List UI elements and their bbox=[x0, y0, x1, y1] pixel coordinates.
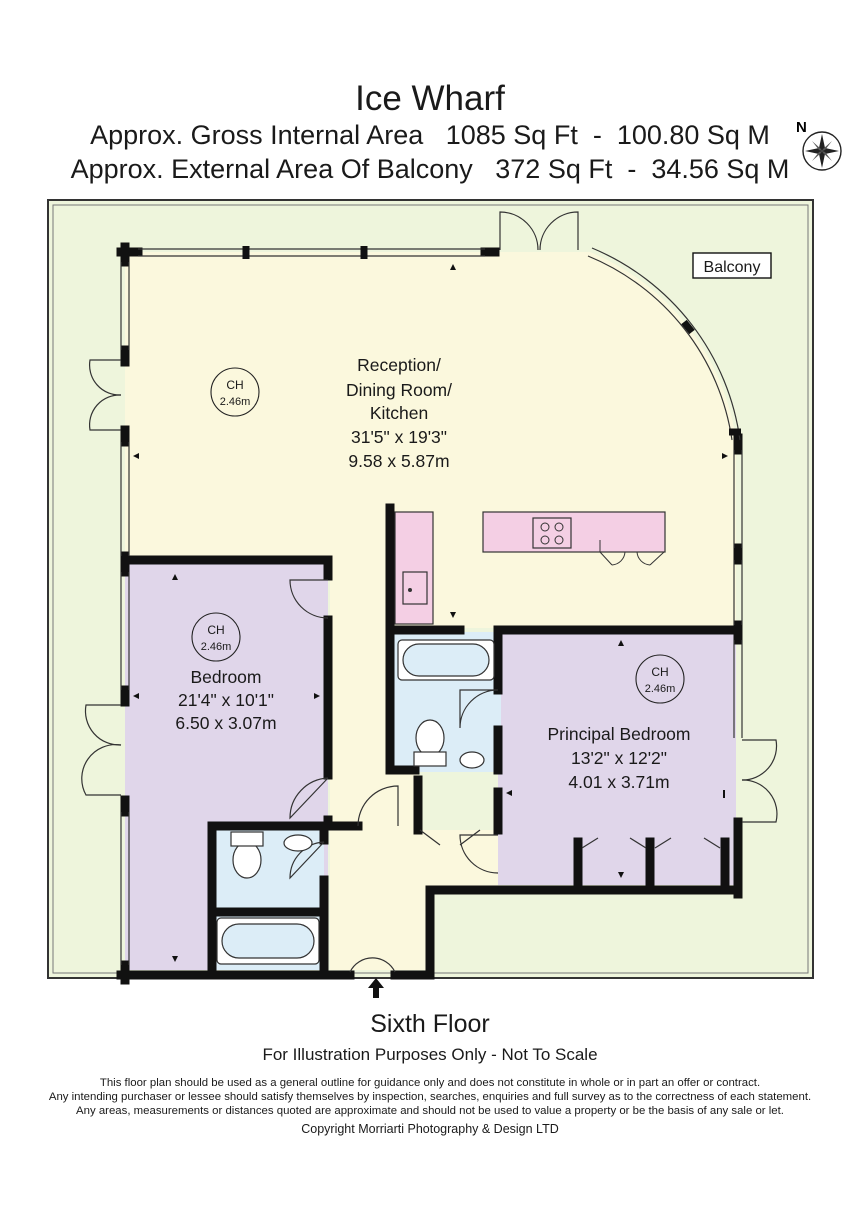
floor-label: Sixth Floor bbox=[370, 1010, 490, 1038]
principal-ch-label: CH bbox=[651, 665, 668, 679]
entrance-arrow-icon bbox=[368, 978, 384, 998]
disclaimer-line-2: Any intending purchaser or lessee should… bbox=[48, 1091, 812, 1103]
bedroom-name: Bedroom bbox=[190, 667, 261, 687]
doors bbox=[81, 211, 778, 973]
principal-bedroom-metric: 4.01 x 3.71m bbox=[568, 772, 669, 792]
illustration-note: For Illustration Purposes Only - Not To … bbox=[262, 1045, 598, 1064]
bedroom-metric: 6.50 x 3.07m bbox=[175, 713, 276, 733]
reception-ch-label: CH bbox=[226, 378, 243, 392]
copyright: Copyright Morriarti Photography & Design… bbox=[301, 1122, 559, 1136]
kitchen-unit-side bbox=[394, 511, 434, 625]
bedroom-ch-height: 2.46m bbox=[201, 641, 232, 653]
principal-ch-height: 2.46m bbox=[645, 683, 676, 695]
compass-north-label: N bbox=[796, 119, 807, 136]
principal-bedroom-name: Principal Bedroom bbox=[548, 724, 691, 744]
compass-icon: N bbox=[796, 119, 842, 171]
balcony-label: Balcony bbox=[704, 259, 761, 276]
gross-internal-area: Approx. Gross Internal Area 1085 Sq Ft -… bbox=[90, 120, 770, 150]
disclaimer-line-3: Any areas, measurements or distances quo… bbox=[76, 1105, 784, 1117]
external-balcony-area: Approx. External Area Of Balcony 372 Sq … bbox=[70, 154, 790, 184]
windows bbox=[120, 247, 743, 965]
reception-name-3: Kitchen bbox=[370, 403, 428, 423]
reception-metric: 9.58 x 5.87m bbox=[348, 451, 449, 471]
bedroom-ch-label: CH bbox=[207, 623, 224, 637]
plan-title: Ice Wharf bbox=[355, 79, 505, 118]
kitchen-sink bbox=[402, 571, 428, 605]
principal-bedroom-room bbox=[498, 630, 736, 885]
walls bbox=[116, 242, 743, 985]
kitchen-island bbox=[482, 511, 666, 553]
principal-bedroom-imperial: 13'2" x 12'2" bbox=[571, 748, 667, 768]
reception-name-2: Dining Room/ bbox=[346, 380, 452, 400]
hob-icon bbox=[532, 517, 572, 549]
reception-name-1: Reception/ bbox=[357, 355, 441, 375]
reception-imperial: 31'5" x 19'3" bbox=[351, 427, 447, 447]
reception-ch-height: 2.46m bbox=[220, 396, 251, 408]
measurement-markers bbox=[133, 264, 728, 962]
bedroom-imperial: 21'4" x 10'1" bbox=[178, 690, 274, 710]
bathroom-fixtures bbox=[216, 639, 495, 965]
disclaimer-line-1: This floor plan should be used as a gene… bbox=[99, 1077, 761, 1089]
hallway bbox=[330, 508, 498, 970]
